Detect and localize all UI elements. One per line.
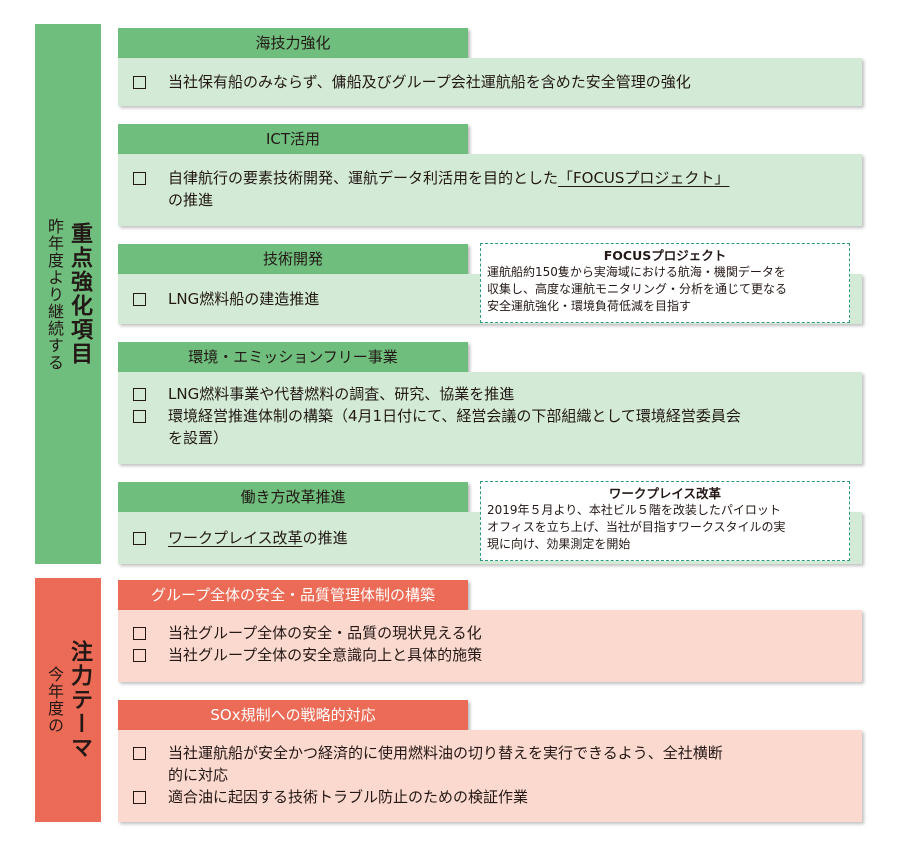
note-focus-project: FOCUSプロジェクト 運航船約150隻から実海域における航海・機関データを 収… xyxy=(480,243,850,323)
group-header-tech-dev: 技術開発 xyxy=(118,244,468,274)
list-item: 自律航行の要素技術開発、運航データ利活用を目的とした「FOCUSプロジェクト」 … xyxy=(133,167,862,211)
list-item: 環境経営推進体制の構築（4月1日付にて、経営会議の下部組織として環境経営委員会 … xyxy=(133,405,862,449)
section-main-title: 注力テーマ xyxy=(67,640,92,760)
checkbox-icon xyxy=(133,747,146,760)
item-text: 当社グループ全体の安全意識向上と具体的施策 xyxy=(168,646,483,664)
item-text: 当社保有船のみならず、傭船及びグループ会社運航船を含めた安全管理の強化 xyxy=(168,73,691,91)
group-panel-seamanship: 当社保有船のみならず、傭船及びグループ会社運航船を含めた安全管理の強化 xyxy=(118,58,862,106)
group-header-seamanship: 海技力強化 xyxy=(118,28,468,58)
checkbox-icon xyxy=(133,388,146,401)
group-header-workstyle: 働き方改革推進 xyxy=(118,482,468,512)
item-text-line: を設置） xyxy=(168,429,229,447)
item-text-part: の推進 xyxy=(168,191,214,209)
item-text-part: 自律航行の要素技術開発、運航データ利活用を目的とした xyxy=(168,169,559,187)
section-label-key-items: 重点強化項目 昨年度より継続する xyxy=(35,24,101,564)
group-header-sox-regulation: SOx規制への戦略的対応 xyxy=(118,700,468,730)
checkbox-icon xyxy=(133,627,146,640)
checkbox-icon xyxy=(133,532,146,545)
note-title: ワークプレイス改革 xyxy=(608,486,722,501)
item-text: 当社運航船が安全かつ経済的に使用燃料油の切り替えを実行できるよう、全社横断 的に… xyxy=(168,742,723,786)
list-item: ワークプレイス改革の推進 xyxy=(133,527,862,549)
group-panel-quality-system: 当社グループ全体の安全・品質の現状見える化 当社グループ全体の安全意識向上と具体… xyxy=(118,610,862,682)
note-workplace-reform: ワークプレイス改革 2019年５月より、本社ビル５階を改装したパイロット オフィ… xyxy=(480,481,850,561)
workplace-reform-link[interactable]: ワークプレイス改革 xyxy=(168,529,303,547)
list-item: 当社運航船が安全かつ経済的に使用燃料油の切り替えを実行できるよう、全社横断 的に… xyxy=(133,742,862,786)
group-header-quality-system: グループ全体の安全・品質管理体制の構築 xyxy=(118,580,468,610)
checkbox-icon xyxy=(133,791,146,804)
note-line: 安全運航強化・環境負荷低減を目指す xyxy=(487,299,692,313)
checkbox-icon xyxy=(133,172,146,185)
list-item: 当社グループ全体の安全・品質の現状見える化 xyxy=(133,622,862,644)
note-line: オフィスを立ち上げ、当社が目指すワークスタイルの実 xyxy=(487,520,786,534)
item-text: 適合油に起因する技術トラブル防止のための検証作業 xyxy=(168,788,529,806)
item-text: LNG燃料事業や代替燃料の調査、研究、協業を推進 xyxy=(168,385,515,403)
note-line: 2019年５月より、本社ビル５階を改装したパイロット xyxy=(487,503,781,517)
checkbox-icon xyxy=(133,649,146,662)
group-panel-environment: LNG燃料事業や代替燃料の調査、研究、協業を推進 環境経営推進体制の構築（4月1… xyxy=(118,372,862,464)
note-line: 収集し、高度な運航モニタリング・分析を通じて更なる xyxy=(487,282,788,296)
checkbox-icon xyxy=(133,76,146,89)
group-panel-sox-regulation: 当社運航船が安全かつ経済的に使用燃料油の切り替えを実行できるよう、全社横断 的に… xyxy=(118,730,862,822)
checkbox-icon xyxy=(133,293,146,306)
note-line: 現に向け、効果測定を開始 xyxy=(487,537,631,551)
list-item: 適合油に起因する技術トラブル防止のための検証作業 xyxy=(133,786,862,808)
item-text-line: 的に対応 xyxy=(168,766,229,784)
item-text-line: 環境経営推進体制の構築（4月1日付にて、経営会議の下部組織として環境経営委員会 xyxy=(168,407,741,425)
note-title: FOCUSプロジェクト xyxy=(603,248,727,263)
section-main-title: 重点強化項目 xyxy=(67,222,92,366)
checkbox-icon xyxy=(133,410,146,423)
item-text: LNG燃料船の建造推進 xyxy=(168,290,320,308)
item-text: 環境経営推進体制の構築（4月1日付にて、経営会議の下部組織として環境経営委員会 … xyxy=(168,405,741,449)
list-item: 当社保有船のみならず、傭船及びグループ会社運航船を含めた安全管理の強化 xyxy=(133,71,862,93)
group-header-environment: 環境・エミッションフリー事業 xyxy=(118,342,468,372)
item-text: 自律航行の要素技術開発、運航データ利活用を目的とした「FOCUSプロジェクト」 … xyxy=(168,167,729,211)
note-line: 運航船約150隻から実海域における航海・機関データを xyxy=(487,265,786,279)
section-subtitle: 今年度の xyxy=(45,666,64,734)
section-label-focus-themes: 注力テーマ 今年度の xyxy=(35,578,101,822)
item-text: ワークプレイス改革の推進 xyxy=(168,527,348,549)
section-subtitle: 昨年度より継続する xyxy=(45,217,64,371)
list-item: LNG燃料事業や代替燃料の調査、研究、協業を推進 xyxy=(133,383,862,405)
focus-project-link[interactable]: 「FOCUSプロジェクト」 xyxy=(558,169,730,187)
group-header-ict: ICT活用 xyxy=(118,124,468,154)
list-item: 当社グループ全体の安全意識向上と具体的施策 xyxy=(133,644,862,666)
group-panel-ict: 自律航行の要素技術開発、運航データ利活用を目的とした「FOCUSプロジェクト」 … xyxy=(118,154,862,226)
item-text-line: 当社運航船が安全かつ経済的に使用燃料油の切り替えを実行できるよう、全社横断 xyxy=(168,744,723,762)
list-item: LNG燃料船の建造推進 xyxy=(133,288,862,310)
item-text-part: の推進 xyxy=(302,529,348,547)
item-text: 当社グループ全体の安全・品質の現状見える化 xyxy=(168,624,482,642)
